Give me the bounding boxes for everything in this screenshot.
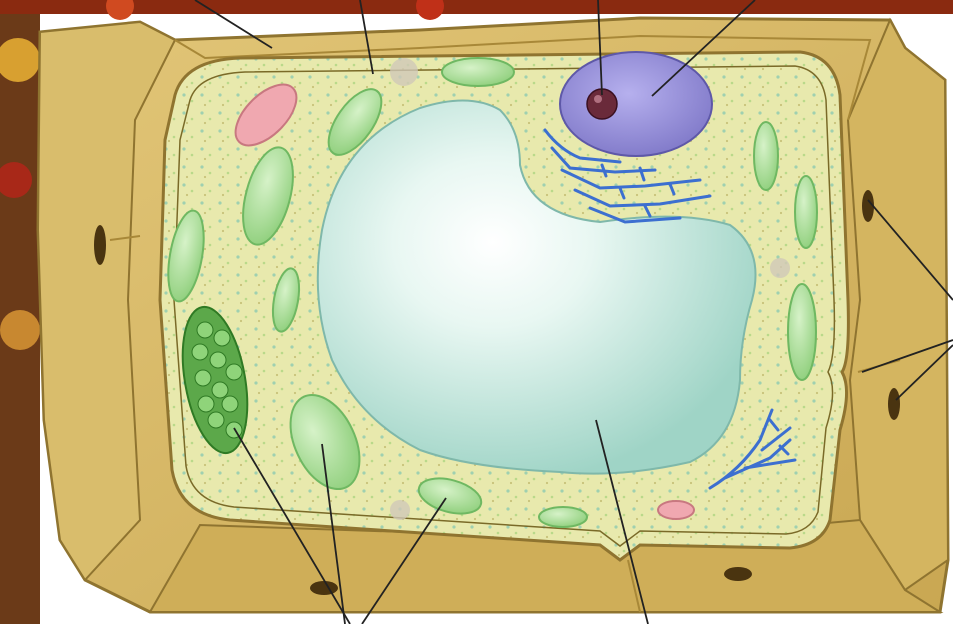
nucleus [560, 52, 712, 156]
plasmodesma-pit [888, 388, 900, 420]
chloroplast [539, 507, 587, 527]
top-photo-strip [0, 0, 953, 14]
vesicle [390, 58, 418, 86]
neighbor-wall-right [848, 20, 948, 590]
chloroplast [788, 284, 816, 380]
nucleolus-highlight [594, 95, 602, 103]
plasmodesma-pit [310, 581, 338, 595]
mitochondrion [658, 501, 694, 519]
chloroplast [442, 58, 514, 86]
photo-blob [0, 310, 40, 350]
chloroplast [795, 176, 817, 248]
vesicle [770, 258, 790, 278]
vesicle [390, 500, 410, 520]
chloroplast [754, 122, 778, 190]
plasmodesma-pit [724, 567, 752, 581]
plasmodesma-pit [94, 225, 106, 265]
